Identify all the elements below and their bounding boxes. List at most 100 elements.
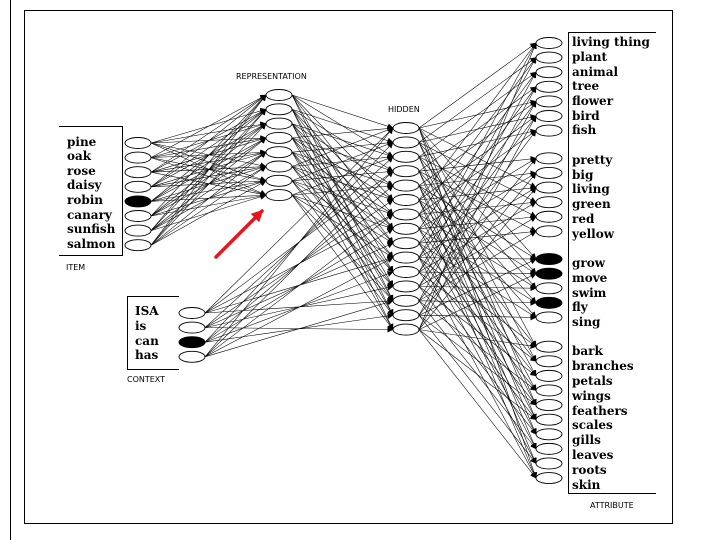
connection-line: [418, 101, 537, 186]
attribute-label: swim: [572, 286, 607, 300]
connection-line: [150, 142, 267, 182]
hidden-unit: [392, 280, 420, 293]
representation-unit: [265, 89, 293, 101]
item-label: robin: [67, 193, 103, 207]
connection-line: [418, 71, 537, 287]
attribute-label: move: [572, 271, 608, 285]
context-label: ISA: [135, 304, 159, 318]
connection-line: [291, 180, 394, 287]
connection-line: [418, 314, 537, 321]
connection-line: [204, 214, 394, 358]
context-label: can: [135, 334, 159, 348]
attribute-unit: [535, 442, 563, 455]
item-caption: ITEM: [66, 263, 86, 272]
hidden-unit: [392, 208, 420, 221]
connection-line: [150, 166, 267, 246]
representation-unit: [265, 131, 293, 144]
connection-line: [418, 42, 537, 201]
connection-line: [291, 151, 394, 187]
connection-line: [150, 180, 267, 246]
connection-line: [418, 214, 537, 362]
item-unit: [124, 239, 152, 252]
representation-unit: [265, 160, 293, 173]
connection-line: [418, 86, 537, 172]
connection-line: [150, 109, 267, 188]
representation-caption: REPRESENTATION: [236, 72, 307, 81]
item-label: salmon: [67, 237, 116, 251]
context-label: has: [135, 348, 159, 362]
attribute-label: petals: [572, 374, 613, 388]
connection-line: [418, 257, 537, 347]
attribute-unit: [535, 51, 563, 64]
connection-line: [418, 242, 537, 318]
attribute-unit: [535, 253, 563, 266]
attribute-unit: [535, 296, 563, 309]
connection-line: [150, 157, 267, 197]
attribute-unit: [535, 225, 563, 238]
attribute-label: fish: [572, 123, 597, 137]
connection-line: [150, 94, 267, 158]
item-unit: [124, 151, 152, 164]
connection-line: [418, 199, 537, 348]
hidden-unit: [392, 237, 420, 250]
representation-unit: [265, 146, 293, 159]
attribute-unit: [535, 66, 563, 79]
context-bracket: [127, 296, 179, 370]
hidden-unit: [392, 251, 420, 264]
connection-line: [418, 315, 537, 464]
connection-line: [291, 127, 394, 167]
connection-line: [291, 166, 394, 202]
connection-line: [418, 100, 537, 316]
connection-line: [150, 123, 267, 246]
hidden-unit: [392, 222, 420, 235]
connection-line: [291, 183, 394, 196]
connection-line: [418, 42, 537, 258]
attribute-unit: [535, 152, 563, 165]
hidden-unit: [392, 194, 420, 206]
connection-line: [418, 270, 537, 277]
connection-line: [291, 194, 394, 230]
attribute-label: leaves: [572, 448, 614, 462]
connection-line: [418, 127, 538, 479]
connection-line: [418, 130, 537, 215]
connection-line: [418, 42, 537, 129]
attribute-label: plant: [572, 50, 607, 64]
connection-line: [418, 172, 537, 316]
hidden-unit: [392, 150, 420, 163]
connection-line: [291, 125, 394, 139]
item-unit: [124, 166, 152, 179]
attribute-label: scales: [572, 418, 613, 432]
connection-line: [204, 257, 394, 358]
attribute-unit: [535, 428, 563, 441]
attribute-label: green: [572, 197, 611, 211]
item-unit: [124, 224, 152, 237]
attribute-unit: [535, 166, 563, 179]
attribute-unit: [535, 80, 563, 93]
connection-line: [291, 152, 394, 258]
connection-line: [204, 127, 394, 314]
diagram-frame: [24, 10, 673, 524]
connection-line: [204, 170, 394, 357]
attribute-label: fly: [572, 300, 588, 314]
item-unit: [124, 195, 152, 208]
connection-line: [418, 216, 537, 287]
hidden-unit: [392, 179, 420, 192]
attribute-unit: [535, 210, 563, 223]
attribute-unit: [535, 37, 563, 49]
attribute-unit: [535, 267, 563, 280]
item-label: sunfish: [67, 222, 116, 236]
connection-line: [418, 57, 537, 143]
connection-lines: [150, 42, 538, 479]
representation-unit: [265, 117, 293, 130]
hidden-unit: [392, 309, 420, 322]
connection-line: [291, 194, 394, 330]
attribute-label: tree: [572, 79, 600, 93]
attribute-bracket: [568, 32, 656, 494]
connection-line: [418, 329, 537, 349]
connection-line: [418, 57, 537, 215]
connection-line: [150, 94, 267, 173]
connection-line: [291, 194, 394, 302]
connection-line: [418, 86, 537, 301]
attribute-label: pretty: [572, 153, 613, 167]
